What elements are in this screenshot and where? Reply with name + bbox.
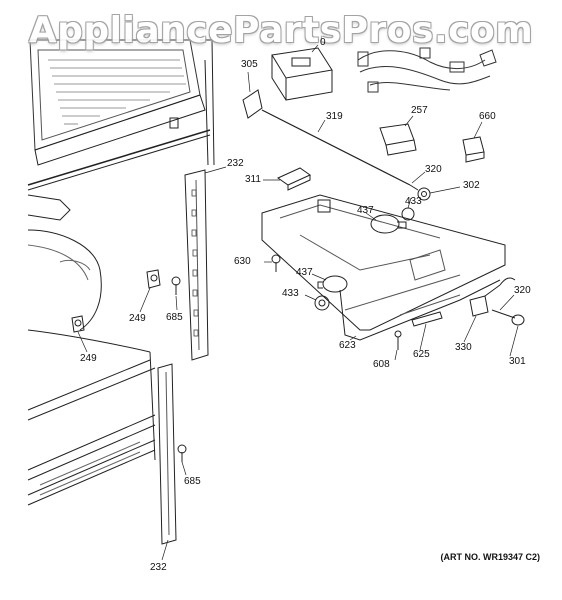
callout-660: 660 <box>479 111 496 122</box>
callout-433-lower: 433 <box>282 288 299 299</box>
wire-harness <box>357 47 497 93</box>
brackets-and-screws <box>71 269 187 462</box>
part-257-relay <box>379 123 417 156</box>
callout-320-lower: 320 <box>514 285 531 296</box>
light-housing-assembly <box>261 194 506 341</box>
control-and-shaft <box>242 89 431 201</box>
lens-strip <box>411 311 443 327</box>
callout-319: 319 <box>326 111 343 122</box>
art-number: (ART NO. WR19347 C2) <box>440 552 540 562</box>
callout-437-lower: 437 <box>296 267 313 278</box>
callout-top-partial: 0 <box>320 37 326 48</box>
part-660-switch <box>462 136 485 163</box>
part-305-housing <box>271 47 333 101</box>
callout-685-lower: 685 <box>184 476 201 487</box>
cabinet-liner <box>27 194 156 506</box>
callout-249-lower: 249 <box>80 353 97 364</box>
callout-301: 301 <box>509 356 526 367</box>
watermark-logo: AppliancePartsPros.com <box>28 10 534 51</box>
bulbs-and-sockets <box>314 207 415 311</box>
callout-433-upper: 433 <box>405 196 422 207</box>
callout-625: 625 <box>413 349 430 360</box>
rail-232-lower <box>157 363 177 545</box>
callout-437-upper: 437 <box>357 205 374 216</box>
callout-685-upper: 685 <box>166 312 183 323</box>
callout-302: 302 <box>463 180 480 191</box>
leader-lines <box>77 44 519 561</box>
callout-330: 330 <box>455 342 472 353</box>
fresh-food-shelf <box>27 39 215 191</box>
callout-232-upper: 232 <box>227 158 244 169</box>
callout-257: 257 <box>411 105 428 116</box>
switch-and-knob <box>469 277 525 326</box>
callout-630: 630 <box>234 256 251 267</box>
callout-305: 305 <box>241 59 258 70</box>
callout-320-upper: 320 <box>425 164 442 175</box>
callout-311: 311 <box>245 174 261 185</box>
screws <box>271 254 402 350</box>
rail-232-upper <box>184 169 209 361</box>
part-311-block <box>276 167 312 191</box>
callout-608: 608 <box>373 359 390 370</box>
callout-232-lower: 232 <box>150 562 167 573</box>
callout-249-upper: 249 <box>129 313 146 324</box>
callout-623: 623 <box>339 340 356 351</box>
